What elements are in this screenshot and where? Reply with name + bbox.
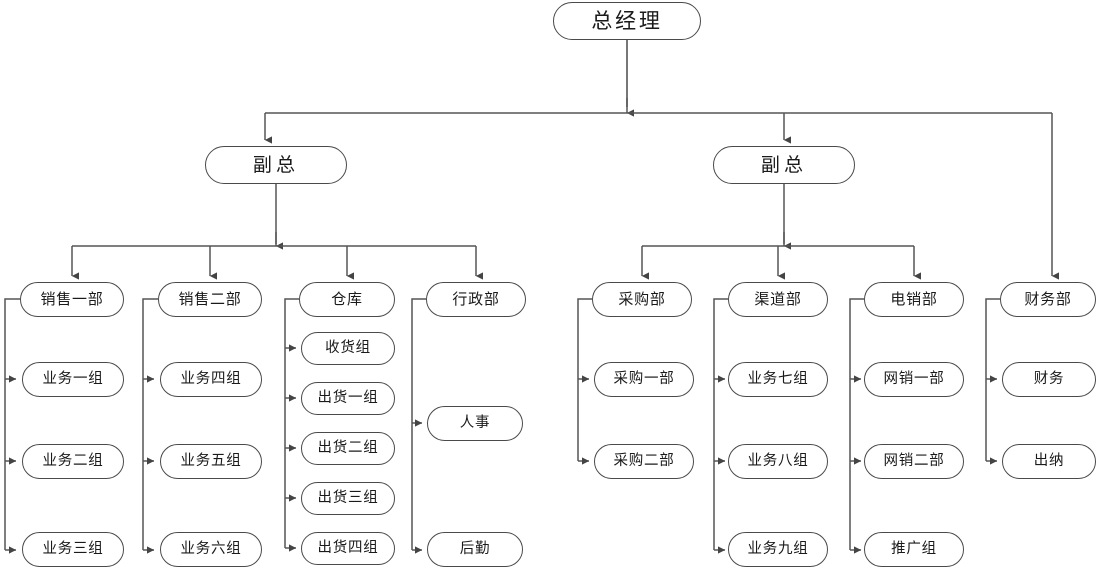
node-dept-warehouse[interactable]: 仓库 — [299, 282, 395, 317]
node-group-shipping-2[interactable]: 出货二组 — [301, 432, 395, 465]
node-group-business-5[interactable]: 业务五组 — [160, 444, 262, 479]
rail-finance — [985, 298, 1000, 461]
node-group-logistics[interactable]: 后勤 — [427, 532, 523, 567]
node-group-promotion[interactable]: 推广组 — [864, 532, 964, 567]
node-dept-telesales[interactable]: 电销部 — [864, 282, 964, 317]
rail-telesales — [849, 298, 864, 550]
node-group-business-8[interactable]: 业务八组 — [728, 444, 828, 479]
node-group-business-1[interactable]: 业务一组 — [22, 362, 124, 397]
node-dept-finance[interactable]: 财务部 — [1000, 282, 1096, 317]
node-group-shipping-1[interactable]: 出货一组 — [301, 382, 395, 415]
node-group-shipping-3[interactable]: 出货三组 — [301, 482, 395, 515]
node-group-cashier[interactable]: 出纳 — [1002, 444, 1096, 479]
rail-sales1 — [4, 298, 20, 550]
rail-warehouse — [284, 298, 299, 548]
node-group-accounting[interactable]: 财务 — [1002, 362, 1096, 397]
node-group-business-4[interactable]: 业务四组 — [160, 362, 262, 397]
node-group-online-sales-1[interactable]: 网销一部 — [864, 362, 964, 397]
node-dept-sales-1[interactable]: 销售一部 — [20, 282, 124, 317]
node-group-business-6[interactable]: 业务六组 — [160, 532, 262, 567]
node-group-purchasing-2[interactable]: 采购二部 — [594, 444, 694, 479]
rail-admin — [411, 298, 426, 550]
node-group-shipping-4[interactable]: 出货四组 — [301, 532, 395, 565]
node-dept-purchasing[interactable]: 采购部 — [592, 282, 692, 317]
node-group-business-9[interactable]: 业务九组 — [728, 532, 828, 567]
node-group-business-2[interactable]: 业务二组 — [22, 444, 124, 479]
node-group-business-7[interactable]: 业务七组 — [728, 362, 828, 397]
node-dept-sales-2[interactable]: 销售二部 — [158, 282, 262, 317]
node-group-business-3[interactable]: 业务三组 — [22, 532, 124, 567]
node-group-online-sales-2[interactable]: 网销二部 — [864, 444, 964, 479]
rail-purchase — [577, 298, 592, 461]
node-group-purchasing-1[interactable]: 采购一部 — [594, 362, 694, 397]
node-group-hr[interactable]: 人事 — [427, 406, 523, 441]
node-dept-administration[interactable]: 行政部 — [426, 282, 526, 317]
node-vice-president-left[interactable]: 副总 — [205, 146, 347, 184]
rail-channel — [713, 298, 728, 550]
node-dept-channel[interactable]: 渠道部 — [728, 282, 828, 317]
node-group-receiving[interactable]: 收货组 — [301, 332, 395, 365]
node-vice-president-right[interactable]: 副总 — [713, 146, 855, 184]
node-general-manager[interactable]: 总经理 — [553, 2, 701, 40]
rail-sales2 — [142, 298, 158, 550]
